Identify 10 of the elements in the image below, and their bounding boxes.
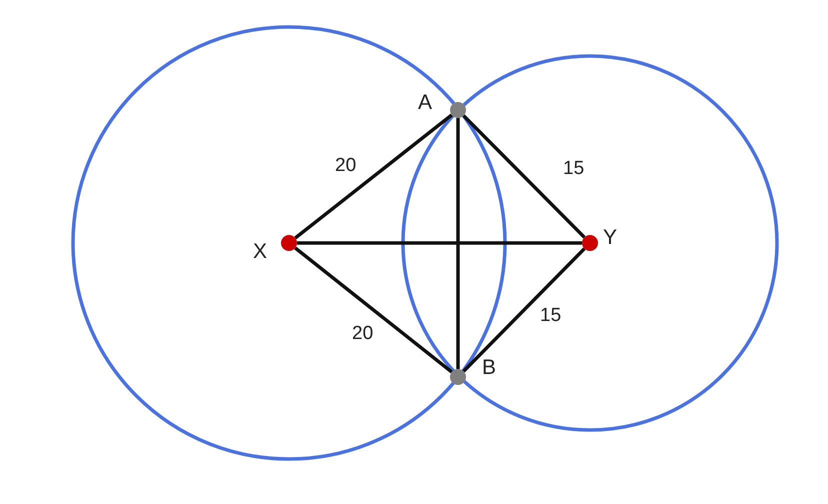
point-label: Y — [603, 226, 618, 250]
point-label: X — [253, 240, 268, 264]
point-label: A — [418, 91, 432, 115]
line-segment — [297, 241, 582, 245]
line-segment — [294, 114, 453, 240]
line-segment — [462, 114, 586, 239]
line-segment — [294, 246, 453, 374]
line-segment — [456, 118, 460, 369]
line-segment — [462, 247, 586, 373]
point-label: B — [482, 356, 496, 380]
